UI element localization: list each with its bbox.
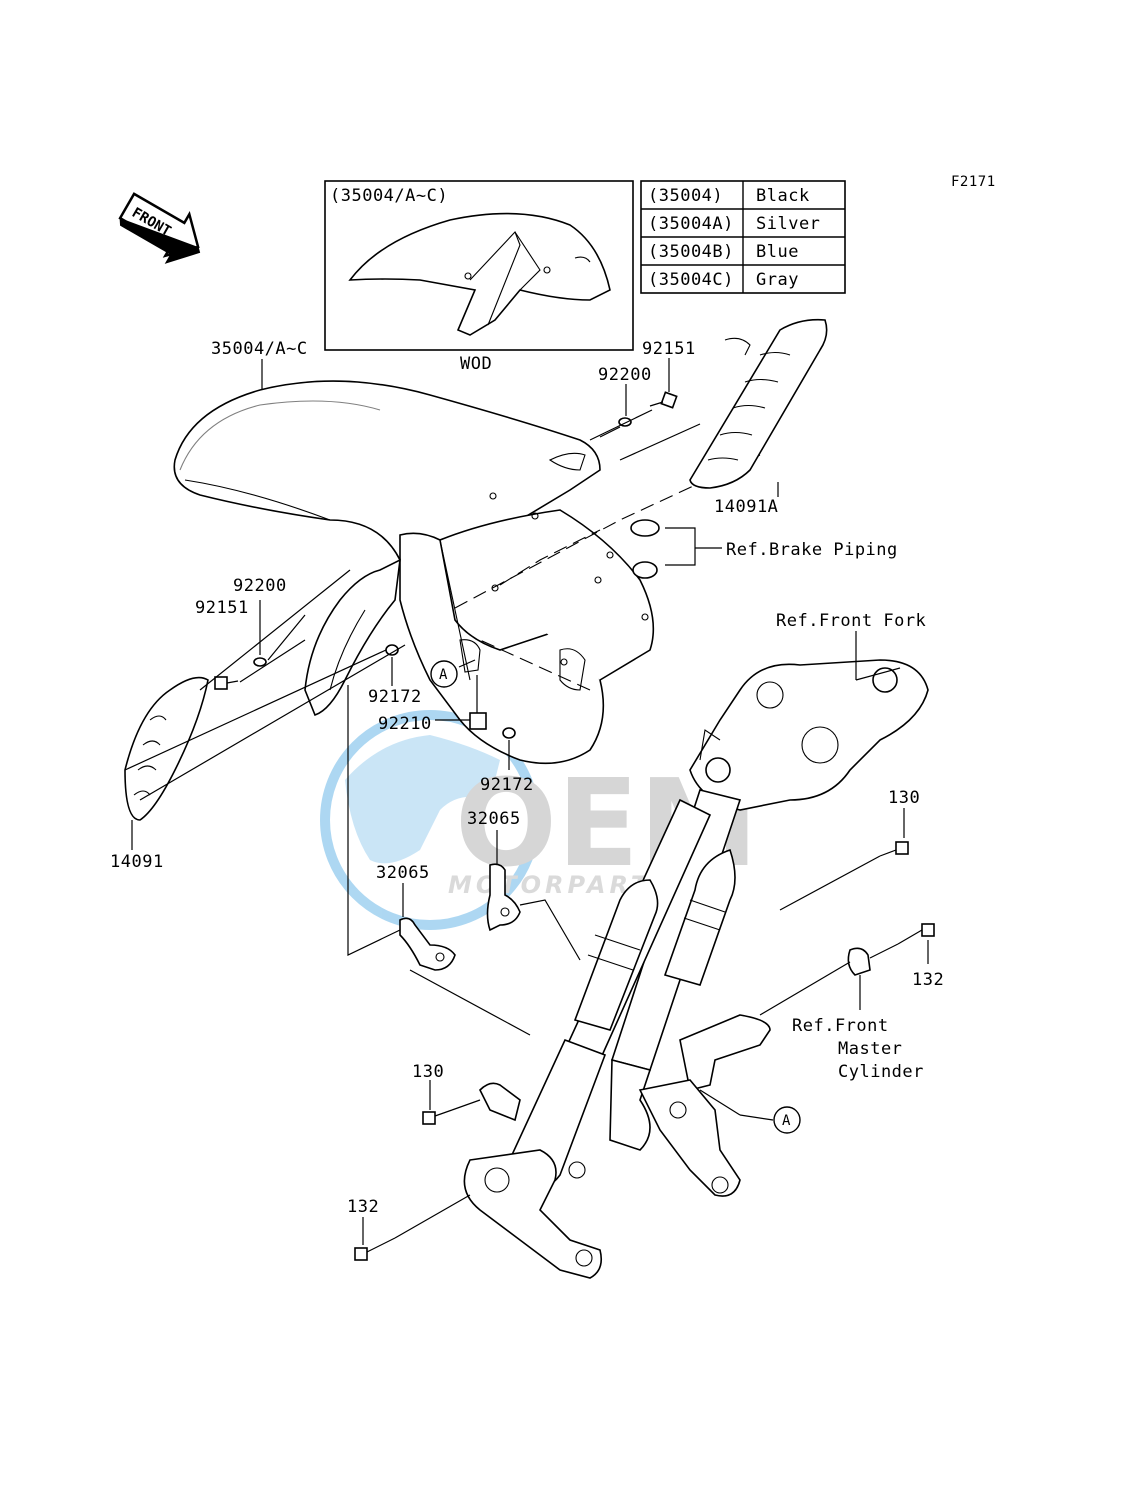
callout-ref-master-3: Cylinder (838, 1062, 924, 1082)
cover-14091a-drawing (689, 318, 828, 489)
callout-nut-clip: 92210 (378, 714, 432, 734)
color-table-code: (35004A) (648, 214, 734, 234)
callout-bracket-lower: 32065 (376, 863, 430, 883)
callout-ref-brake: Ref.Brake Piping (726, 540, 898, 560)
front-fender-drawing (173, 380, 761, 765)
color-table-code: (35004B) (648, 242, 734, 262)
callout-ref-master-1: Ref.Front (792, 1016, 889, 1036)
callout-labels: 35004/A~C 92151 92200 14091A Ref.Brake P… (110, 339, 944, 1217)
color-table-color: Gray (756, 270, 799, 290)
color-table-color: Silver (756, 214, 820, 234)
grommet-92172-right-icon (502, 727, 516, 739)
bolt-130-lower-icon (422, 1109, 453, 1125)
front-arrow-icon: FRONT (118, 192, 201, 264)
nut-clip-92210-icon (469, 712, 487, 730)
bolt-132-lower-icon (354, 1237, 396, 1261)
master-cylinder-clamp-icon (847, 947, 871, 976)
callout-cover-left: 14091 (110, 852, 164, 872)
color-table: (35004) Black (35004A) Silver (35004B) B… (640, 180, 846, 294)
ref-a-left-label: A (439, 667, 448, 683)
callout-ref-fork: Ref.Front Fork (776, 611, 926, 631)
callout-bolt-132-lower: 132 (347, 1197, 379, 1217)
callout-bolt-130-lower: 130 (412, 1062, 444, 1082)
color-table-color: Black (756, 186, 810, 206)
cover-14091-drawing (124, 676, 209, 821)
callout-washer-top: 92200 (598, 365, 652, 385)
inset-title: (35004/A~C) (330, 186, 448, 206)
bolt-130-upper-icon (879, 841, 909, 857)
callout-fender: 35004/A~C (211, 339, 308, 359)
ref-a-left: A (430, 660, 458, 688)
bolt-132-right-icon (897, 923, 935, 945)
callout-grommet-right: 92172 (480, 775, 534, 795)
callout-ref-master-2: Master (838, 1039, 902, 1059)
callout-washer-left: 92200 (233, 576, 287, 596)
leader-lines (124, 358, 929, 1245)
inset-caption: WOD (460, 354, 492, 374)
ref-a-right: A (773, 1106, 801, 1134)
callout-cover-right: 14091A (714, 497, 778, 517)
color-table-code: (35004) (648, 186, 723, 206)
callout-bolt-130-upper: 130 (888, 788, 920, 808)
bolt-92151-top-icon (649, 391, 678, 409)
figure-code: F2171 (951, 174, 996, 190)
inset-box: (35004/A~C) WOD (324, 180, 634, 374)
callout-bolt-top: 92151 (642, 339, 696, 359)
watermark-globe-ring (320, 710, 540, 930)
color-table-code: (35004C) (648, 270, 734, 290)
color-table-color: Blue (756, 242, 799, 262)
callout-bracket-upper: 32065 (467, 809, 521, 829)
callout-bolt-132-right: 132 (912, 970, 944, 990)
inset-fender-drawing (348, 212, 611, 336)
callout-bolt-left: 92151 (195, 598, 249, 618)
callout-grommet-left: 92172 (368, 687, 422, 707)
watermark-globe-icon (345, 735, 500, 864)
bolt-92151-left-icon (214, 676, 239, 690)
bracket-32065-upper-icon (486, 863, 521, 932)
front-fork-drawing (463, 659, 929, 1279)
bracket-32065-lower-icon (399, 917, 456, 971)
ref-a-right-label: A (782, 1113, 791, 1129)
brake-clamp-icon (630, 519, 660, 579)
washer-92200-left-icon (253, 657, 267, 667)
